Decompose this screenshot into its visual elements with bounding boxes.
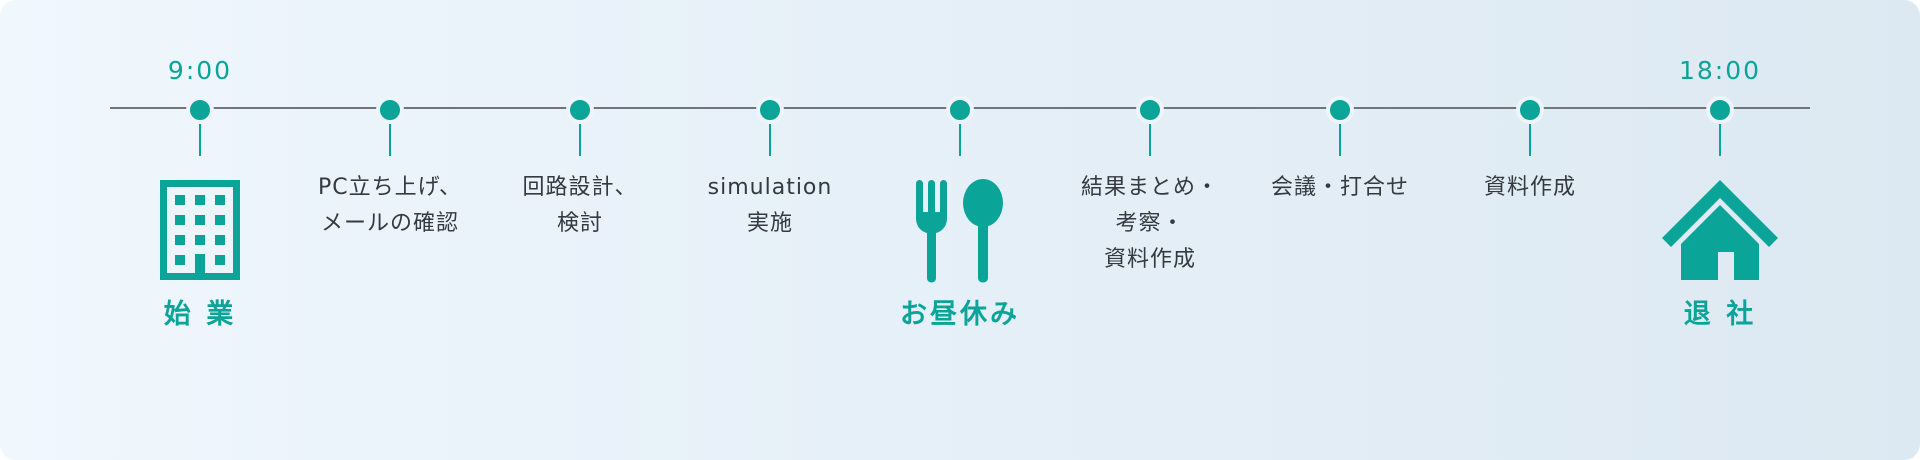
timeline-dot (756, 96, 784, 124)
stop-label-line: 検討 (556, 211, 603, 236)
timeline-tick (1529, 124, 1531, 156)
timeline-tick (1149, 124, 1151, 156)
timeline-tick (389, 124, 391, 156)
stop-label: 資料作成 (1420, 170, 1640, 206)
timeline-dot (1516, 96, 1544, 124)
timeline-tick (579, 124, 581, 156)
end-time: 18:00 (1678, 56, 1762, 85)
timeline-tick (959, 124, 961, 156)
timeline-dot (1136, 96, 1164, 124)
home-icon (1662, 180, 1778, 280)
stop-caption: 始 業 (163, 299, 237, 330)
stop-label-line: 考察・ (1115, 211, 1185, 236)
timeline-dot (1326, 96, 1354, 124)
stop-label-line: 結果まとめ・ (1080, 175, 1219, 200)
stop-label-line: 回路設計、 (522, 175, 638, 200)
stop-caption: 退 社 (1683, 299, 1757, 330)
timeline-dot (1706, 96, 1734, 124)
stop-label-line: 資料作成 (1483, 175, 1576, 200)
timeline-tick (769, 124, 771, 156)
timeline-tick (199, 124, 201, 156)
fork-and-spoon-icon (916, 179, 1003, 283)
start-time: 9:00 (167, 56, 233, 85)
stop-label: PC立ち上げ、 メールの確認 (280, 170, 500, 242)
timeline-tick (1719, 124, 1721, 156)
office-building-icon (160, 180, 240, 280)
stop-label-line: 会議・打合せ (1270, 175, 1409, 200)
timeline-dot (376, 96, 404, 124)
stop-label-line: 実施 (746, 211, 793, 236)
stop-label-line: PC立ち上げ、 (317, 175, 463, 200)
stop-label-line: メールの確認 (320, 211, 459, 236)
stop-label: simulation 実施 (660, 170, 880, 242)
timeline-dot (186, 96, 214, 124)
stop-label: 回路設計、 検討 (470, 170, 690, 242)
stop-label-line: simulation (707, 175, 833, 200)
stop-label: 結果まとめ・ 考察・ 資料作成 (1040, 170, 1260, 278)
timeline-dot (946, 96, 974, 124)
stop-caption: お昼休み (900, 299, 1020, 330)
timeline-dot (566, 96, 594, 124)
timeline-tick (1339, 124, 1341, 156)
stop-label: 会議・打合せ (1230, 170, 1450, 206)
stop-label-line: 資料作成 (1103, 247, 1196, 272)
